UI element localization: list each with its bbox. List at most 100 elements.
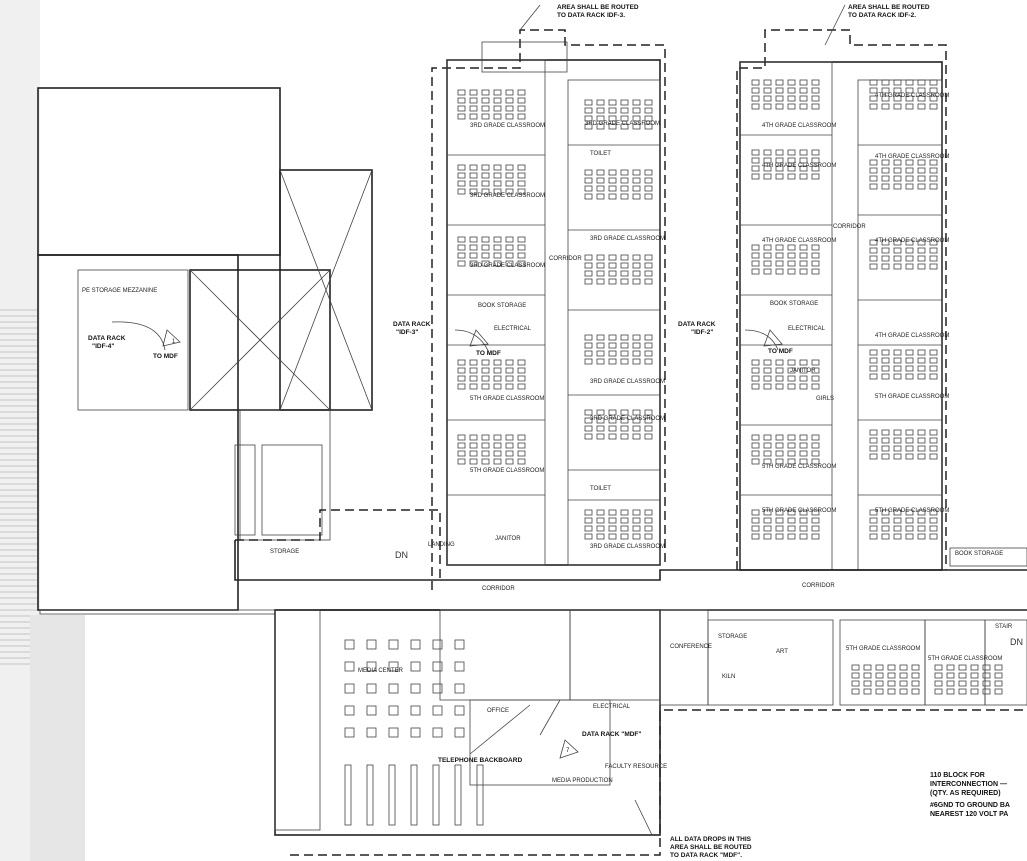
desk — [887, 664, 896, 671]
mdf-number: 7 — [566, 748, 570, 754]
media-table — [454, 727, 465, 738]
desk — [493, 434, 502, 441]
desk — [751, 87, 760, 94]
desk — [632, 278, 641, 285]
mdf-note-1: ALL DATA DROPS IN THIS — [670, 836, 752, 843]
desk — [799, 95, 808, 102]
desk — [632, 254, 641, 261]
desk — [457, 450, 466, 457]
mdf-marker-icon — [559, 739, 579, 759]
media-table — [454, 705, 465, 716]
desk — [775, 383, 784, 390]
desk — [869, 183, 878, 190]
desk — [584, 409, 593, 416]
idf3-label-2: "IDF-3" — [396, 329, 418, 336]
idf2-marker-icon — [763, 329, 783, 347]
room-landing: LANDING — [428, 542, 455, 548]
idf3-note-1: AREA SHALL BE ROUTED — [557, 4, 639, 11]
desk — [632, 262, 641, 269]
desk — [469, 442, 478, 449]
desk — [775, 79, 784, 86]
room-5th-grade-8: 5TH GRADE CLASSROOM — [928, 656, 1002, 662]
desk — [799, 244, 808, 251]
idf2-note-2: TO DATA RACK IDF-2. — [848, 12, 916, 19]
desk — [893, 349, 902, 356]
desk — [596, 342, 605, 349]
desk — [893, 255, 902, 262]
room-toilet-1: TOILET — [590, 151, 611, 157]
desk — [608, 107, 617, 114]
desk — [787, 252, 796, 259]
desk — [893, 445, 902, 452]
desk — [881, 175, 890, 182]
desk — [469, 434, 478, 441]
idf3-note-2: TO DATA RACK IDF-3. — [557, 12, 625, 19]
desk — [608, 350, 617, 357]
room-girls: GIRLS — [816, 396, 834, 402]
desk — [469, 244, 478, 251]
desk — [917, 437, 926, 444]
desk — [584, 99, 593, 106]
desk — [505, 113, 514, 120]
room-3rd-grade-1: 3RD GRADE CLASSROOM — [470, 123, 545, 129]
desk — [911, 664, 920, 671]
desk — [881, 263, 890, 270]
desk — [644, 177, 653, 184]
desk — [751, 375, 760, 382]
mdf-label: DATA RACK "MDF" — [582, 731, 641, 738]
desk — [893, 103, 902, 110]
desk — [982, 672, 991, 679]
desk — [620, 193, 629, 200]
desk — [584, 417, 593, 424]
desk — [799, 359, 808, 366]
desk — [457, 105, 466, 112]
desk — [958, 680, 967, 687]
desk — [929, 373, 938, 380]
desk — [811, 268, 820, 275]
idf2-label-2: "IDF-2" — [691, 329, 713, 336]
room-5th-grade-2: 5TH GRADE CLASSROOM — [470, 468, 544, 474]
desk — [481, 236, 490, 243]
desk — [584, 350, 593, 357]
desk — [517, 164, 526, 171]
desk — [457, 252, 466, 259]
idf3-marker-icon — [469, 329, 489, 347]
desk — [869, 87, 878, 94]
desk — [763, 165, 772, 172]
desk — [811, 442, 820, 449]
desk — [905, 95, 914, 102]
desk — [775, 149, 784, 156]
desk — [893, 175, 902, 182]
desk — [596, 409, 605, 416]
room-toilet-2: TOILET — [590, 486, 611, 492]
bleacher-grid — [0, 309, 38, 665]
room-4th-grade-5: 4TH GRADE CLASSROOM — [875, 154, 949, 160]
desk — [469, 260, 478, 267]
desk — [620, 115, 629, 122]
desk — [596, 193, 605, 200]
desk — [620, 517, 629, 524]
desk — [596, 185, 605, 192]
desk — [608, 517, 617, 524]
idf4-number: 1 — [172, 339, 176, 345]
desk — [893, 167, 902, 174]
room-3rd-grade-8: 3RD GRADE CLASSROOM — [590, 416, 665, 422]
desk — [763, 252, 772, 259]
desk — [851, 680, 860, 687]
desk — [457, 359, 466, 366]
desk — [881, 445, 890, 452]
media-table — [432, 661, 443, 672]
idf4-to-mdf: TO MDF — [153, 353, 178, 360]
room-3rd-grade-7: 3RD GRADE CLASSROOM — [585, 121, 660, 127]
desk — [799, 268, 808, 275]
desk — [493, 164, 502, 171]
desk — [763, 434, 772, 441]
desk — [905, 247, 914, 254]
room-5th-grade-3: 5TH GRADE CLASSROOM — [875, 394, 949, 400]
desk — [481, 383, 490, 390]
desk — [763, 509, 772, 516]
idf2-note-1: AREA SHALL BE ROUTED — [848, 4, 930, 11]
stair-dn-1: DN — [395, 550, 408, 560]
desk — [811, 79, 820, 86]
desk — [893, 453, 902, 460]
